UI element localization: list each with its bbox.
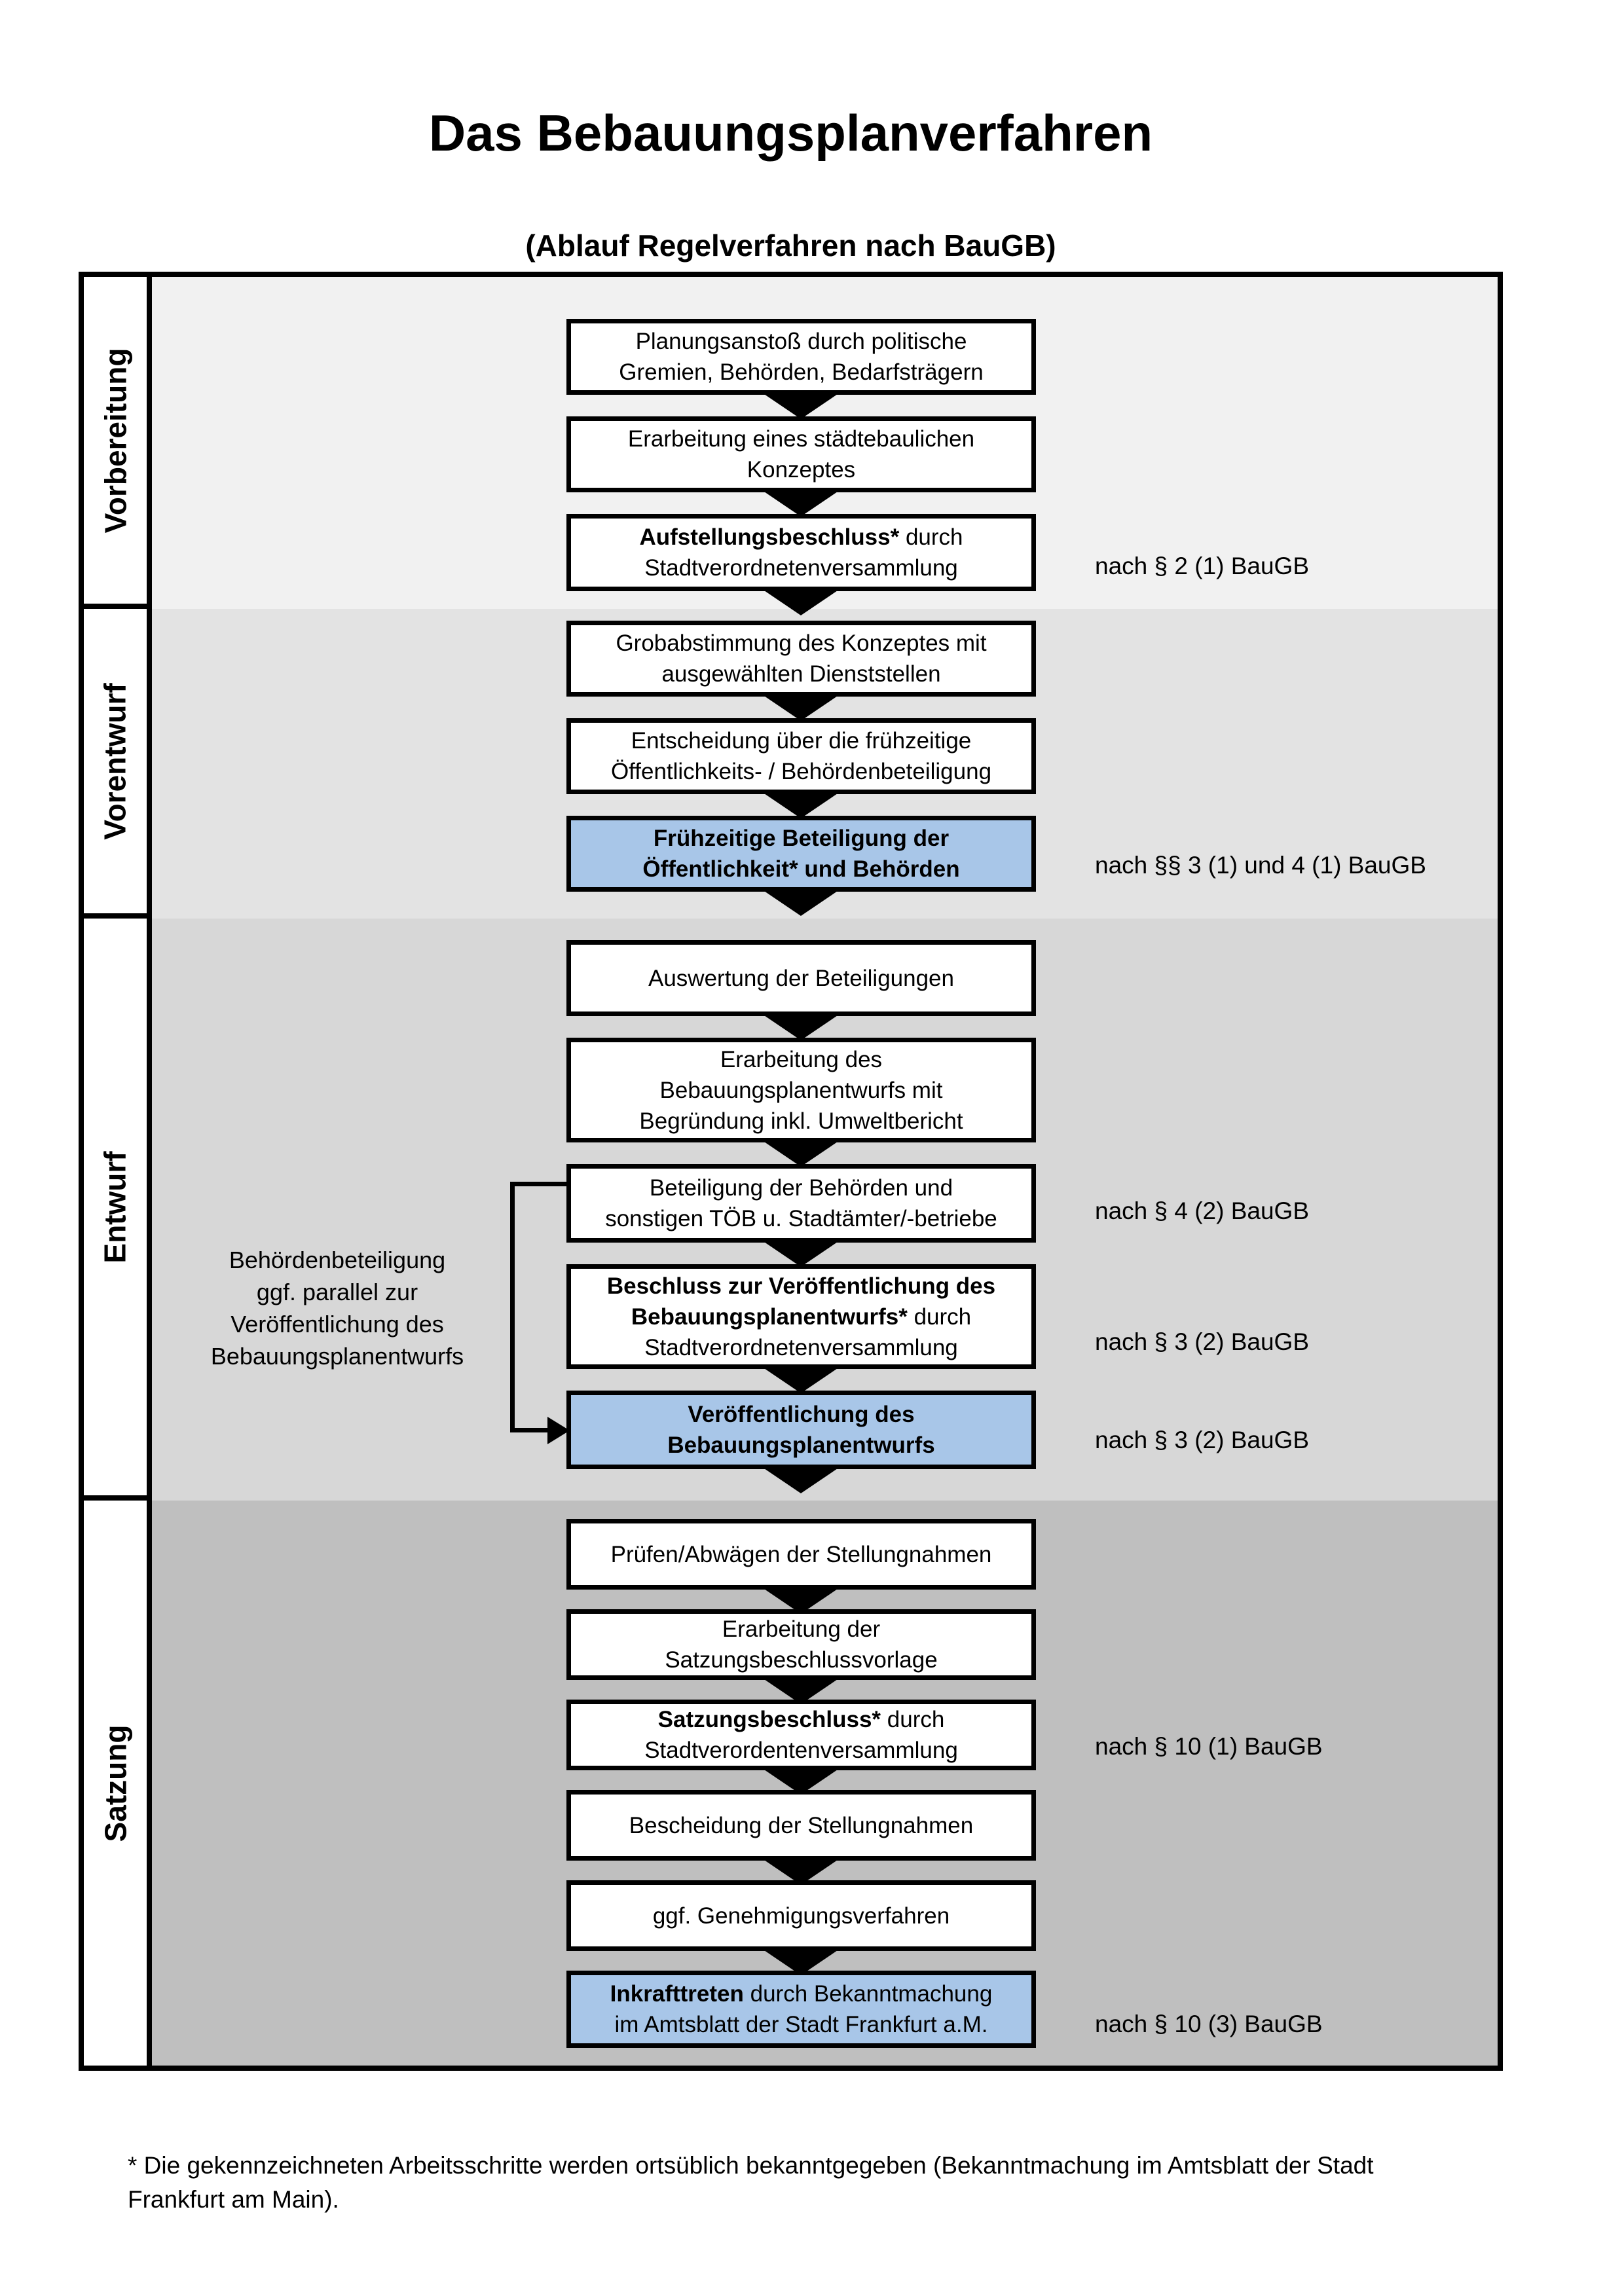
arrow-down-icon (760, 1239, 841, 1267)
step-box-17: Inkrafttreten durch Bekanntmachung im Am… (566, 1971, 1036, 2048)
legal-reference: nach § 3 (2) BauGB (1095, 1427, 1310, 1453)
phase-label: Satzung (98, 1724, 133, 1842)
step-text-segment: ggf. Genehmigungsverfahren (652, 1903, 950, 1929)
step-text-segment-bold: Veröffentlichung des Bebauungsplanentwur… (667, 1402, 935, 1458)
step-box-12: Prüfen/Abwägen der Stellungnahmen (566, 1519, 1036, 1590)
phase-label: Vorentwurf (98, 682, 132, 840)
arrow-down-icon (760, 791, 841, 818)
step-box-9: Beteiligung der Behörden und sonstigen T… (566, 1164, 1036, 1243)
step-label: Erarbeitung des Bebauungsplanentwurfs mi… (639, 1044, 963, 1137)
step-text-segment: durch Bekanntmachung im Amtsblatt der St… (614, 1981, 993, 2037)
step-label: Grobabstimmung des Konzeptes mit ausgewä… (616, 628, 986, 689)
step-box-14: Satzungsbeschluss* durch Stadtverordente… (566, 1700, 1036, 1770)
step-label: Beteiligung der Behörden und sonstigen T… (605, 1173, 997, 1234)
step-text-segment: Erarbeitung der Satzungsbeschlussvorlage (665, 1616, 938, 1673)
step-text-segment: durch Stadtverordnetenversammlung (644, 1303, 972, 1360)
page-title: Das Bebauungsplanverfahren (428, 104, 1153, 162)
step-label: Aufstellungsbeschluss* durch Stadtverord… (639, 522, 963, 583)
step-text-segment: Planungsanstoß durch politische Gremien,… (619, 329, 984, 385)
step-text-segment: Entscheidung über die frühzeitige Öffent… (610, 728, 992, 784)
step-text-segment: Auswertung der Beteiligungen (648, 965, 954, 991)
connector-line-bottom (510, 1428, 551, 1432)
step-box-6: Frühzeitige Beteiligung der Öffentlichke… (566, 816, 1036, 892)
step-box-1: Planungsanstoß durch politische Gremien,… (566, 319, 1036, 395)
step-label: Bescheidung der Stellungnahmen (629, 1810, 973, 1841)
step-label: ggf. Genehmigungsverfahren (653, 1901, 950, 1931)
connector-line-vertical (510, 1182, 515, 1432)
sidebar-section-satzung: Satzung (84, 1501, 147, 2066)
sidebar-section-entwurf: Entwurf (84, 919, 147, 1501)
step-text-segment: durch Stadtverordnetenversammlung (644, 524, 963, 581)
arrow-down-icon (760, 1013, 841, 1040)
step-label: Prüfen/Abwägen der Stellungnahmen (611, 1539, 992, 1570)
arrow-down-icon (760, 489, 841, 517)
step-text-segment: Prüfen/Abwägen der Stellungnahmen (610, 1541, 992, 1567)
arrow-down-icon (760, 1139, 841, 1167)
step-box-8: Erarbeitung des Bebauungsplanentwurfs mi… (566, 1038, 1036, 1142)
step-text-segment: Grobabstimmung des Konzeptes mit ausgewä… (616, 630, 987, 687)
arrow-down-icon (760, 888, 841, 916)
phase-label: Entwurf (98, 1150, 133, 1264)
step-box-3: Aufstellungsbeschluss* durch Stadtverord… (566, 514, 1036, 591)
step-label: Beschluss zur Veröffentlichung des Bebau… (607, 1271, 995, 1363)
step-box-10: Beschluss zur Veröffentlichung des Bebau… (566, 1264, 1036, 1369)
arrow-down-icon (760, 392, 841, 419)
connector-arrow-right-icon (547, 1417, 570, 1444)
step-box-5: Entscheidung über die frühzeitige Öffent… (566, 718, 1036, 794)
step-label: Satzungsbeschluss* durch Stadtverordente… (644, 1704, 958, 1766)
step-label: Frühzeitige Beteiligung der Öffentlichke… (642, 823, 959, 884)
phase-label: Vorbereitung (98, 348, 133, 533)
legal-reference: nach § 3 (2) BauGB (1095, 1328, 1310, 1355)
arrow-down-icon (760, 1466, 841, 1493)
legal-reference: nach § 10 (3) BauGB (1095, 2011, 1323, 2037)
legal-reference: nach § 4 (2) BauGB (1095, 1197, 1310, 1224)
sidebar-section-vorentwurf: Vorentwurf (84, 609, 147, 919)
arrow-down-icon (760, 693, 841, 721)
step-text-segment: Bescheidung der Stellungnahmen (629, 1812, 974, 1838)
side-note: Behördenbeteiligung ggf. parallel zur Ve… (210, 1247, 464, 1370)
step-box-2: Erarbeitung eines städtebaulichen Konzep… (566, 416, 1036, 492)
step-text-segment-bold: Aufstellungsbeschluss* (639, 524, 900, 550)
connector-line-top (510, 1182, 571, 1186)
step-label: Inkrafttreten durch Bekanntmachung im Am… (610, 1978, 993, 2040)
sidebar-section-vorbereitung: Vorbereitung (84, 277, 147, 609)
arrow-down-icon (760, 588, 841, 615)
step-text-segment-bold: Inkrafttreten (610, 1981, 744, 2007)
step-text-segment-bold: Beschluss zur Veröffentlichung des Bebau… (606, 1273, 996, 1330)
step-text-segment: Erarbeitung eines städtebaulichen Konzep… (627, 426, 975, 483)
step-text-segment-bold: Satzungsbeschluss* (657, 1707, 881, 1732)
step-label: Erarbeitung eines städtebaulichen Konzep… (628, 424, 974, 485)
footnote: * Die gekennzeichneten Arbeitsschritte w… (128, 2152, 1374, 2213)
step-label: Veröffentlichung des Bebauungsplanentwur… (667, 1399, 934, 1461)
step-text-segment: Erarbeitung des Bebauungsplanentwurfs mi… (639, 1046, 963, 1134)
step-box-4: Grobabstimmung des Konzeptes mit ausgewä… (566, 621, 1036, 697)
step-box-7: Auswertung der Beteiligungen (566, 940, 1036, 1016)
step-box-16: ggf. Genehmigungsverfahren (566, 1880, 1036, 1951)
step-label: Erarbeitung der Satzungsbeschlussvorlage (665, 1614, 937, 1675)
step-label: Auswertung der Beteiligungen (648, 963, 954, 994)
legal-reference: nach §§ 3 (1) und 4 (1) BauGB (1095, 852, 1426, 879)
step-text-segment: durch Stadtverordentenversammlung (644, 1707, 958, 1763)
step-box-11: Veröffentlichung des Bebauungsplanentwur… (566, 1391, 1036, 1469)
step-box-13: Erarbeitung der Satzungsbeschlussvorlage (566, 1609, 1036, 1680)
legal-reference: nach § 10 (1) BauGB (1095, 1733, 1323, 1760)
step-text-segment-bold: Frühzeitige Beteiligung der Öffentlichke… (642, 826, 960, 882)
page-subtitle: (Ablauf Regelverfahren nach BauGB) (525, 228, 1056, 263)
step-box-15: Bescheidung der Stellungnahmen (566, 1790, 1036, 1861)
step-text-segment: Beteiligung der Behörden und sonstigen T… (605, 1175, 997, 1231)
step-label: Entscheidung über die frühzeitige Öffent… (611, 725, 991, 787)
step-label: Planungsanstoß durch politische Gremien,… (619, 326, 983, 388)
arrow-down-icon (760, 1366, 841, 1393)
legal-reference: nach § 2 (1) BauGB (1095, 553, 1310, 579)
